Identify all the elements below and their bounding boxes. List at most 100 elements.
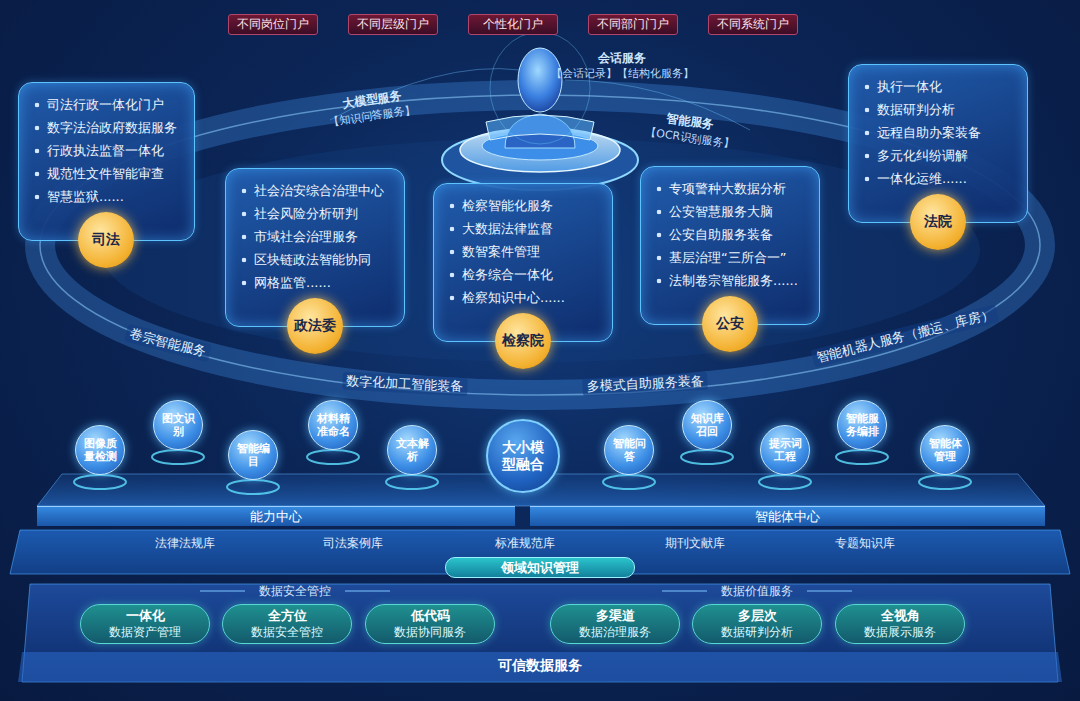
list-item: 大数据法律监督 (448, 217, 602, 240)
list-item: 法制卷宗智能服务...... (655, 269, 809, 292)
list-item: 多元化纠纷调解 (863, 144, 1017, 167)
pill-node: 多层次数据研判分析 (692, 604, 822, 644)
node-label: 法院 (924, 213, 952, 231)
cap-node: 材料精准命名 (308, 400, 358, 450)
list-item: 司法行政一体化门户 (33, 93, 184, 116)
cap-node: 图像质量检测 (75, 425, 125, 475)
badge-node: 司法 (78, 212, 134, 268)
pill-heading: 多层次 (738, 608, 777, 624)
cap-node: 图文识别 (153, 400, 203, 450)
tab-node: 个性化门户 (468, 14, 558, 35)
tab-node: 不同层级门户 (348, 14, 438, 35)
card-node: 专项警种大数据分析公安智慧服务大脑公安自助服务装备基层治理“三所合一”法制卷宗智… (640, 166, 820, 325)
badge-node: 法院 (910, 194, 966, 250)
node-label: 不同层级门户 (357, 16, 429, 33)
pill-body: 数据展示服务 (864, 624, 936, 640)
list-item: 行政执法监督一体化 (33, 139, 184, 162)
node-label: 不同部门门户 (597, 16, 669, 33)
pill-body: 数据协同服务 (394, 624, 466, 640)
pill-node: 低代码数据协同服务 (365, 604, 495, 644)
node-label: 不同岗位门户 (237, 16, 309, 33)
node-label: 政法委 (294, 317, 336, 335)
node-label: 不同系统门户 (717, 16, 789, 33)
cap-node: 智能编目 (228, 430, 278, 480)
head-halo (490, 32, 590, 144)
card-node: 执行一体化数据研判分析远程自助办案装备多元化纠纷调解一体化运维......法院 (848, 64, 1028, 223)
tab-node: 不同系统门户 (708, 14, 798, 35)
node-label: 文本解析 (394, 437, 430, 463)
list-item: 远程自助办案装备 (863, 121, 1017, 144)
list-item: 公安自助服务装备 (655, 223, 809, 246)
pill-heading: 全方位 (268, 608, 307, 624)
cap-node: 提示词工程 (760, 425, 810, 475)
card-node: 检察智能化服务大数据法律监督数智案件管理检务综合一体化检察知识中心......检… (433, 183, 613, 342)
cap-node: 知识库召回 (682, 400, 732, 450)
node-label: 提示词工程 (767, 437, 803, 463)
node-label: 能力中心 (250, 508, 302, 526)
pill-body: 数据治理服务 (579, 624, 651, 640)
list-item: 社会风险分析研判 (240, 202, 394, 225)
list-item: 检察知识中心...... (448, 286, 602, 309)
pill-body: 数据资产管理 (109, 624, 181, 640)
list-item: 区块链政法智能协同 (240, 248, 394, 271)
list-item: 公安智慧服务大脑 (655, 200, 809, 223)
bar-node: 能力中心 (37, 506, 515, 526)
node-label: 智能体中心 (755, 508, 820, 526)
item-list: 社会治安综合治理中心社会风险分析研判市域社会治理服务区块链政法智能协同网格监管.… (240, 179, 394, 294)
node-label: 智能问答 (611, 437, 647, 463)
tab-node: 不同部门门户 (588, 14, 678, 35)
node-label: 图像质量检测 (82, 437, 118, 463)
item-list: 检察智能化服务大数据法律监督数智案件管理检务综合一体化检察知识中心...... (448, 194, 602, 309)
list-item: 市域社会治理服务 (240, 225, 394, 248)
node-label: 检察院 (502, 332, 544, 350)
card-node: 司法行政一体化门户数字法治政府数据服务行政执法监督一体化规范性文件智能审查智慧监… (18, 82, 195, 241)
list-item: 执行一体化 (863, 75, 1017, 98)
pill-node: 全视角数据展示服务 (835, 604, 965, 644)
pill-node: 全方位数据安全管控 (222, 604, 352, 644)
cap-node: 智能体管理 (920, 425, 970, 475)
list-item: 数字法治政府数据服务 (33, 116, 184, 139)
badge-node: 公安 (702, 296, 758, 352)
big-node: 大小模型融合 (486, 419, 560, 493)
cap-node: 文本解析 (387, 425, 437, 475)
pill-body: 数据安全管控 (251, 624, 323, 640)
kn-node: 领域知识管理 (445, 557, 635, 578)
node-label: 大小模型融合 (501, 439, 545, 473)
base-front (18, 652, 1062, 682)
node-label: 个性化门户 (483, 16, 543, 33)
text-label: 【会话记录】【结构化服务】 (551, 66, 694, 81)
node-label: 智能编目 (235, 442, 271, 468)
tab-node: 不同岗位门户 (228, 14, 318, 35)
list-item: 基层治理“三所合一” (655, 246, 809, 269)
pill-body: 数据研判分析 (721, 624, 793, 640)
item-list: 执行一体化数据研判分析远程自助办案装备多元化纠纷调解一体化运维...... (863, 75, 1017, 190)
pill-heading: 多渠道 (596, 608, 635, 624)
text-label: 法律法规库 (155, 535, 215, 552)
bar-node: 智能体中心 (530, 506, 1045, 526)
card-node: 社会治安综合治理中心社会风险分析研判市域社会治理服务区块链政法智能协同网格监管.… (225, 168, 405, 327)
list-item: 检务综合一体化 (448, 263, 602, 286)
node-label: 智能服务编排 (844, 412, 880, 438)
list-item: 专项警种大数据分析 (655, 177, 809, 200)
list-item: 数智案件管理 (448, 240, 602, 263)
node-label: 图文识别 (160, 412, 196, 438)
pill-node: 多渠道数据治理服务 (550, 604, 680, 644)
list-item: 检察智能化服务 (448, 194, 602, 217)
node-label: 领域知识管理 (501, 559, 579, 577)
node-label: 公安 (716, 315, 744, 333)
list-item: 社会治安综合治理中心 (240, 179, 394, 202)
node-label: 材料精准命名 (315, 412, 351, 438)
list-item: 网格监管...... (240, 271, 394, 294)
node-label: 司法 (92, 231, 120, 249)
holo-screen (486, 115, 594, 140)
list-item: 规范性文件智能审查 (33, 162, 184, 185)
text-label: 会话服务 (598, 50, 646, 67)
item-list: 专项警种大数据分析公安智慧服务大脑公安自助服务装备基层治理“三所合一”法制卷宗智… (655, 177, 809, 292)
badge-node: 检察院 (495, 313, 551, 369)
pill-heading: 一体化 (126, 608, 165, 624)
badge-node: 政法委 (287, 298, 343, 354)
list-item: 数据研判分析 (863, 98, 1017, 121)
text-label: 标准规范库 (495, 535, 555, 552)
text-label: 数据价值服务 (721, 583, 793, 600)
